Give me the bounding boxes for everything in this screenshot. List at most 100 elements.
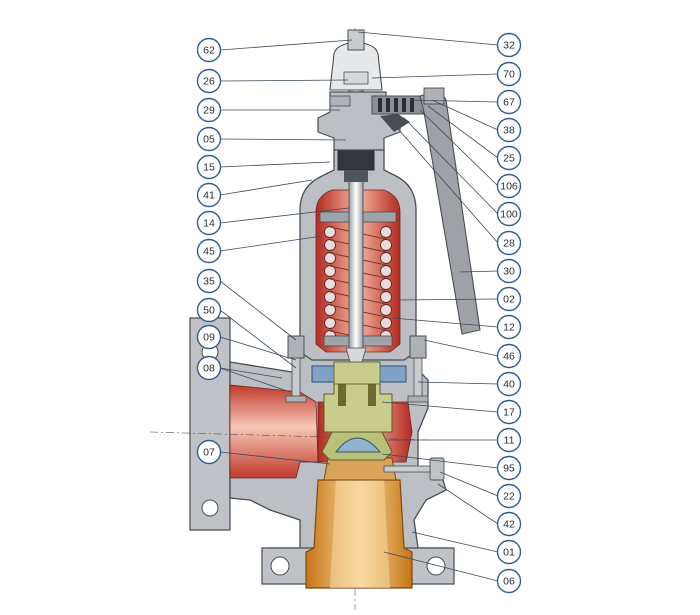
callout-circle <box>196 126 222 152</box>
part-callout-08: 08 <box>196 355 222 381</box>
part-callout-14: 14 <box>196 210 222 236</box>
callout-circle <box>196 268 222 294</box>
part-callout-40: 40 <box>496 371 522 397</box>
callout-circle <box>196 355 222 381</box>
leader-line <box>219 39 353 51</box>
leader-line <box>219 367 283 379</box>
part-callout-67: 67 <box>496 89 522 115</box>
callout-number: 62 <box>203 45 215 57</box>
leader-line <box>437 483 499 525</box>
disc <box>334 437 382 453</box>
callout-number: 106 <box>500 181 518 193</box>
part-callout-62: 62 <box>196 37 222 63</box>
callout-circle <box>496 32 522 58</box>
leader-line <box>391 317 499 328</box>
part-callout-07: 07 <box>196 439 222 465</box>
callout-circle <box>196 68 222 94</box>
callout-number: 01 <box>503 547 515 559</box>
part-callout-12: 12 <box>496 314 522 340</box>
leader-line <box>371 73 499 79</box>
leader-line <box>411 531 499 553</box>
callout-circle <box>496 117 522 143</box>
callout-circle <box>196 210 222 236</box>
callout-number: 38 <box>503 125 515 137</box>
part-callout-09: 09 <box>196 324 222 350</box>
callout-circle <box>196 37 222 63</box>
part-callout-106: 106 <box>496 173 522 199</box>
callout-circle <box>196 154 222 180</box>
leader-line <box>399 298 499 301</box>
part-callout-06: 06 <box>496 568 522 594</box>
part-callout-02: 02 <box>496 286 522 312</box>
callout-number: 07 <box>203 447 215 459</box>
callout-number: 50 <box>203 305 215 317</box>
part-callout-38: 38 <box>496 117 522 143</box>
leader-line <box>357 31 499 46</box>
callout-number: 29 <box>203 105 215 117</box>
callout-number: 70 <box>503 69 515 81</box>
part-callout-50: 50 <box>196 297 222 323</box>
callout-circle <box>496 201 522 227</box>
part-callout-11: 11 <box>496 427 522 453</box>
ring-lock-screw <box>383 457 445 481</box>
callout-circle <box>496 511 522 537</box>
part-callout-35: 35 <box>196 268 222 294</box>
callout-circle <box>496 61 522 87</box>
leader-line <box>423 339 499 357</box>
leader-line <box>381 401 499 413</box>
callout-circle <box>496 173 522 199</box>
part-callout-32: 32 <box>496 32 522 58</box>
callout-circle <box>196 182 222 208</box>
callout-number: 17 <box>503 407 515 419</box>
callout-circle <box>196 297 222 323</box>
callout-number: 40 <box>503 379 515 391</box>
callout-number: 28 <box>503 238 515 250</box>
part-callout-26: 26 <box>196 68 222 94</box>
leader-line <box>219 451 331 465</box>
callout-number: 06 <box>503 576 515 588</box>
callout-number: 32 <box>503 40 515 52</box>
part-callout-01: 01 <box>496 539 522 565</box>
leader-line <box>219 138 347 141</box>
leader-line <box>219 179 313 196</box>
callout-circle <box>496 371 522 397</box>
callout-number: 15 <box>203 162 215 174</box>
leader-line <box>219 79 349 82</box>
callout-circle <box>496 286 522 312</box>
callout-circle <box>196 97 222 123</box>
callout-circle <box>496 258 522 284</box>
callout-circle <box>496 314 522 340</box>
leader-line <box>219 207 350 224</box>
part-callout-05: 05 <box>196 126 222 152</box>
callout-circle <box>496 230 522 256</box>
leader-line <box>391 121 499 244</box>
leader-line <box>219 280 297 341</box>
part-callout-41: 41 <box>196 182 222 208</box>
leader-line <box>427 105 499 159</box>
callout-number: 100 <box>500 209 518 221</box>
callout-number: 14 <box>203 218 215 230</box>
part-callout-15: 15 <box>196 154 222 180</box>
part-callout-45: 45 <box>196 238 222 264</box>
callout-number: 67 <box>503 97 515 109</box>
callout-number: 05 <box>203 134 215 146</box>
leader-line <box>381 453 499 469</box>
leader-line <box>383 551 499 582</box>
callout-circle <box>196 238 222 264</box>
part-callout-95: 95 <box>496 455 522 481</box>
part-callout-42: 42 <box>496 511 522 537</box>
part-callout-17: 17 <box>496 399 522 425</box>
callout-number: 22 <box>503 491 515 503</box>
callout-number: 09 <box>203 332 215 344</box>
leader-line <box>219 336 297 361</box>
callout-circle <box>496 483 522 509</box>
callout-number: 12 <box>503 322 515 334</box>
part-callout-30: 30 <box>496 258 522 284</box>
callout-circle <box>496 145 522 171</box>
leader-line <box>219 367 291 393</box>
leader-line <box>409 99 499 103</box>
part-callout-70: 70 <box>496 61 522 87</box>
callout-number: 46 <box>503 351 515 363</box>
leader-line <box>219 309 297 369</box>
